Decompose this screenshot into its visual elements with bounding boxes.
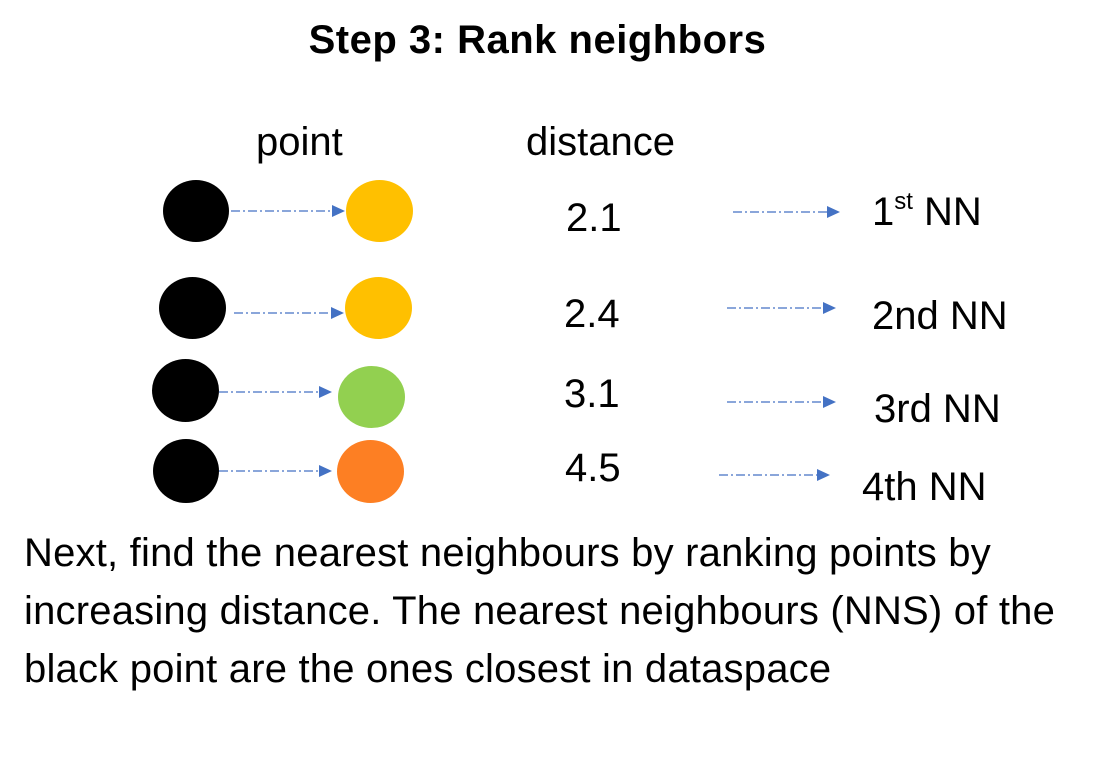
query-point-1 (163, 180, 229, 242)
rank-label-4-text: 4th NN (862, 465, 987, 509)
point-column-header: point (256, 120, 343, 164)
rank-label-4: 4th NN (862, 467, 987, 507)
distance-value-1: 2.1 (566, 196, 622, 240)
rank-label-2-text: 2nd NN (872, 294, 1008, 338)
rank-label-1-number: 1 (872, 190, 895, 234)
query-point-4 (153, 439, 219, 503)
point-arrow-2 (234, 307, 344, 319)
neighbor-point-2 (345, 277, 412, 339)
rank-label-1-suffix: st (894, 188, 913, 215)
rank-arrow-3 (727, 396, 836, 408)
distance-value-2: 2.4 (564, 292, 620, 336)
neighbor-point-1 (346, 180, 413, 242)
rank-label-3-text: 3rd NN (874, 387, 1001, 431)
neighbor-point-3 (338, 366, 405, 428)
rank-label-3: 3rd NN (874, 389, 1001, 429)
distance-value-4: 4.5 (565, 446, 621, 490)
rank-label-2: 2nd NN (872, 296, 1008, 336)
query-point-3 (152, 359, 219, 422)
point-arrow-3 (219, 386, 332, 398)
rank-label-1-tail: NN (912, 190, 982, 234)
diagram-title: Step 3: Rank neighbors (308, 18, 767, 62)
rank-arrow-1 (733, 206, 840, 218)
rank-label-1: 1st NN (872, 190, 982, 234)
distance-column-header: distance (526, 120, 675, 164)
point-arrow-4 (219, 465, 332, 477)
neighbor-point-4 (337, 440, 404, 503)
rank-arrow-4 (719, 469, 830, 481)
point-arrow-1 (231, 205, 345, 217)
caption-text: Next, find the nearest neighbours by ran… (24, 531, 1056, 691)
distance-value-3: 3.1 (564, 372, 620, 416)
rank-arrow-2 (727, 302, 836, 314)
query-point-2 (159, 277, 226, 339)
